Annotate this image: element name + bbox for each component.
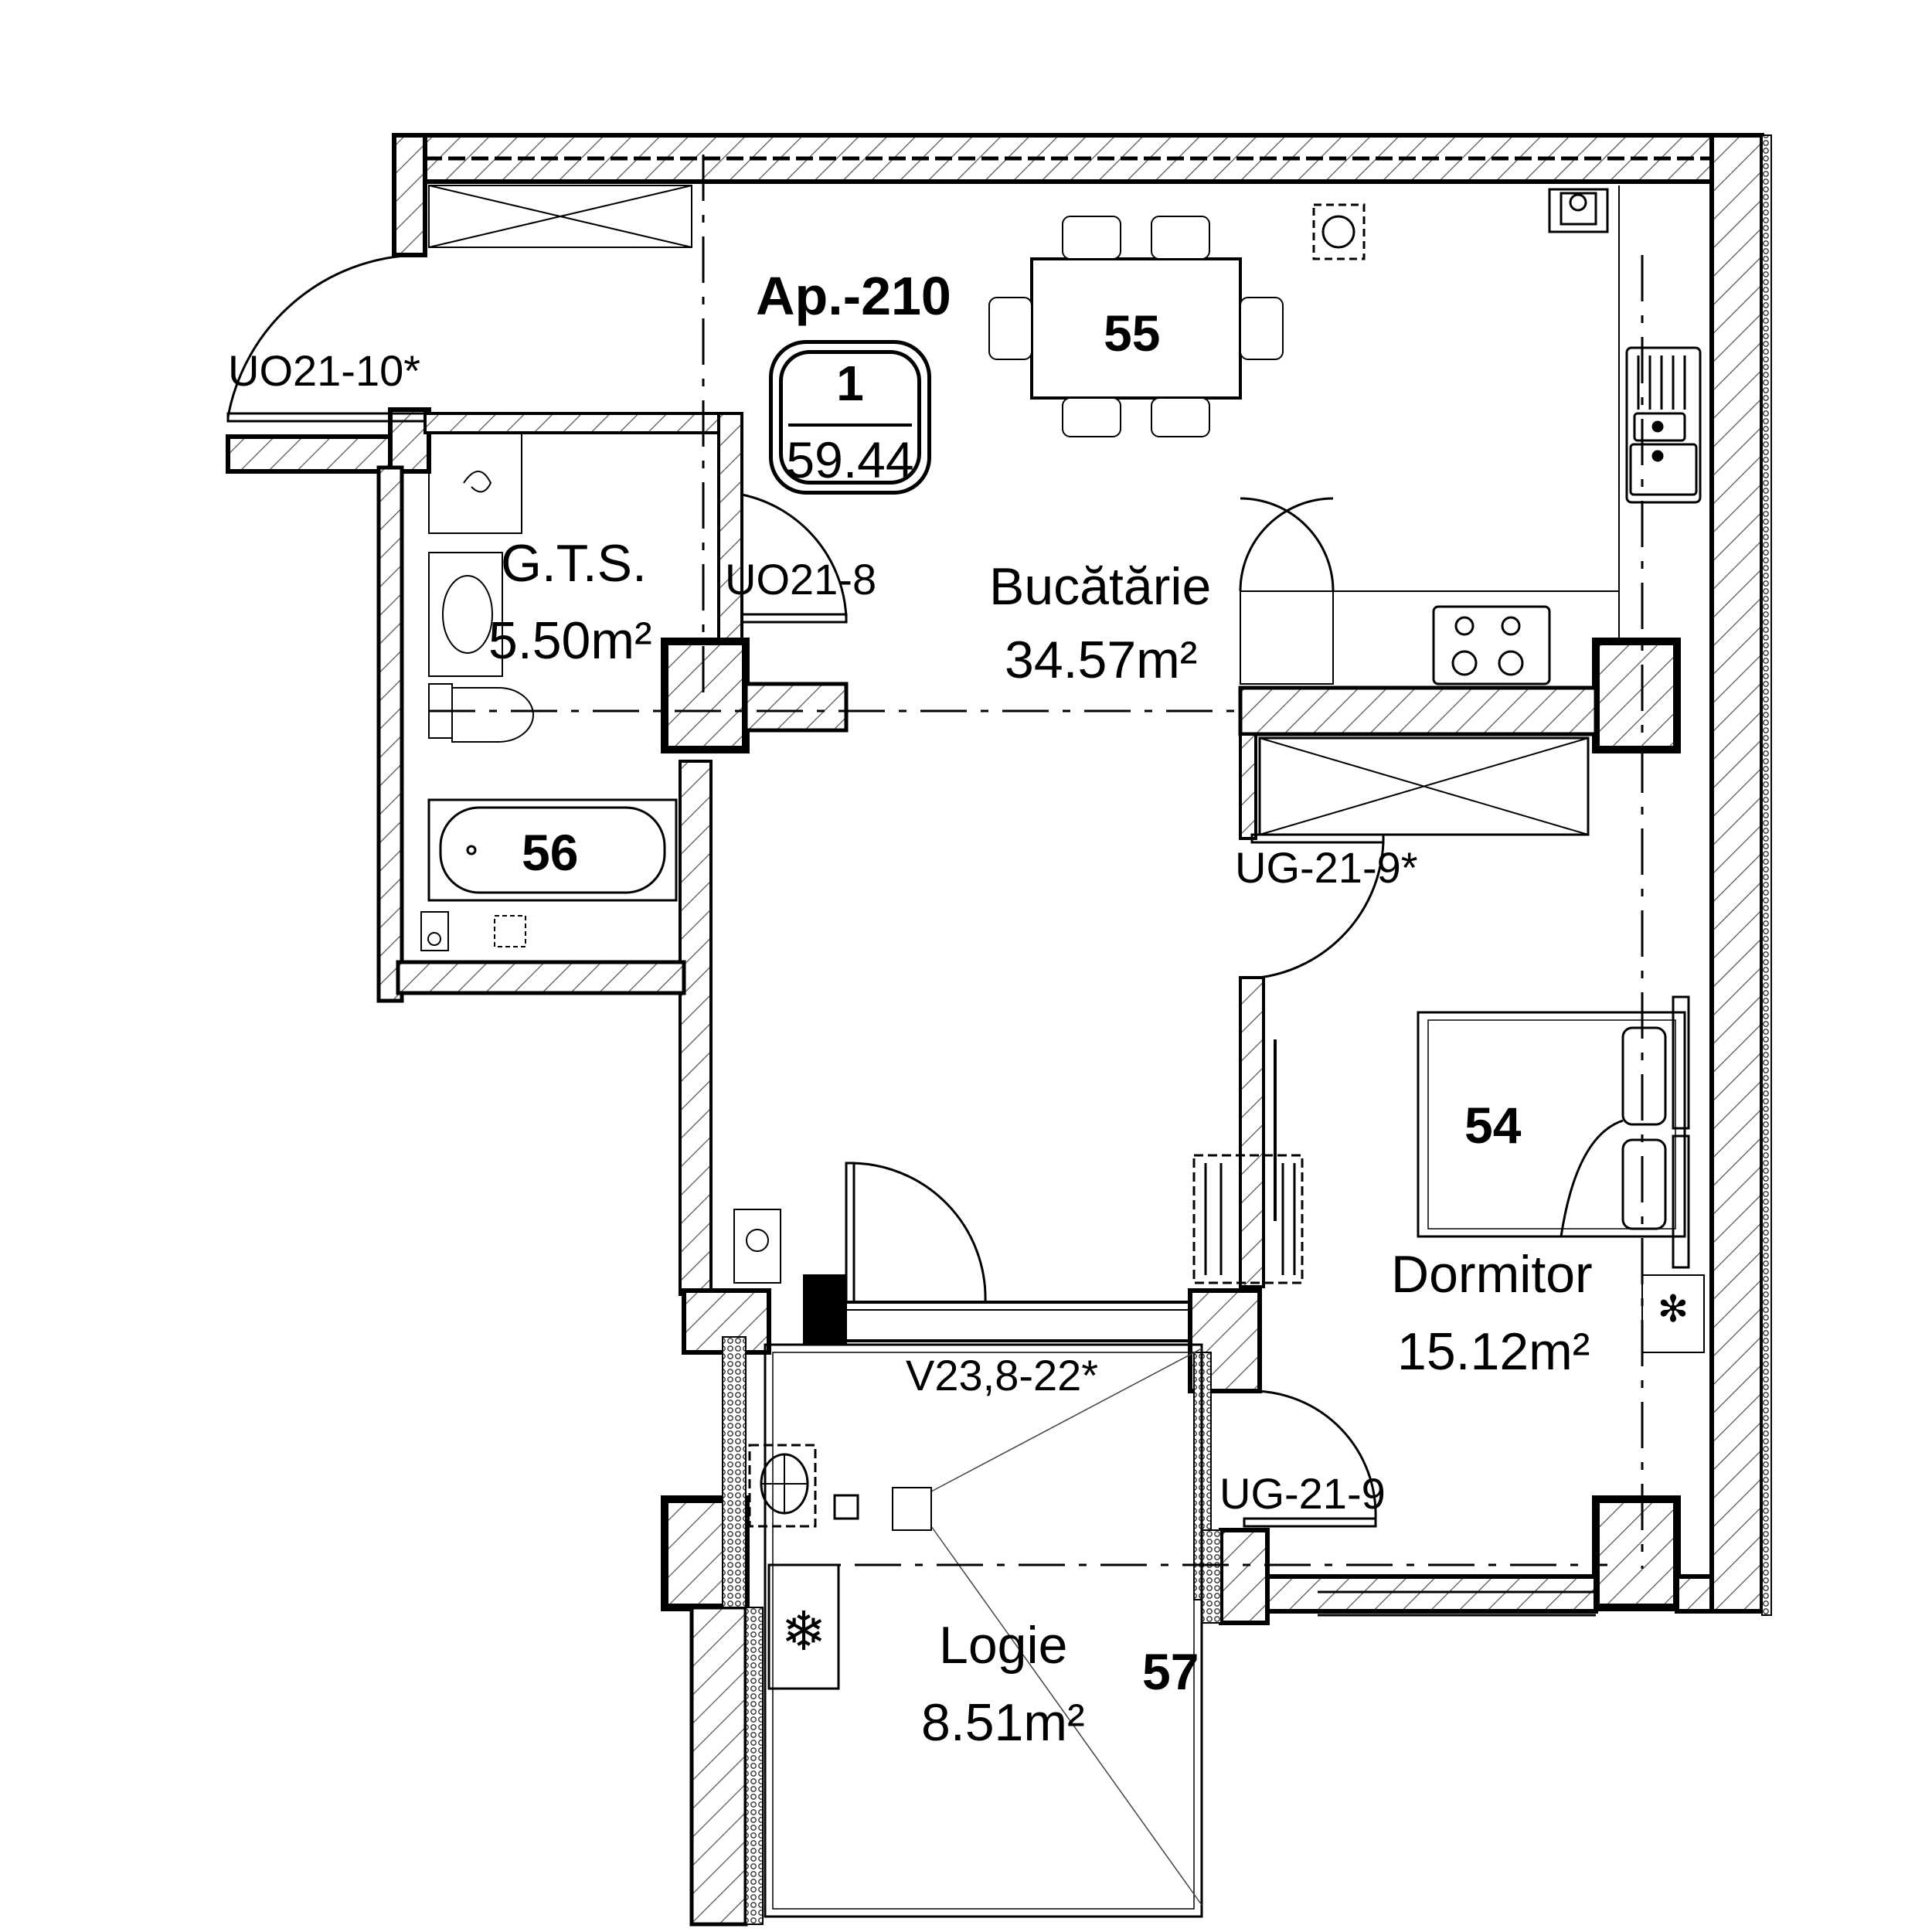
door-bathroom-swing (741, 493, 848, 619)
sink-icon (428, 552, 503, 677)
door-tag-bedroom: UG-21-9* (1235, 843, 1418, 892)
washing-machine-icon (428, 432, 522, 534)
door-tag-entrance: UO21-10* (228, 346, 421, 395)
room-name-bedroom: Dormitor (1391, 1245, 1593, 1304)
room-area-kitchen: 34.57m² (1005, 631, 1198, 689)
ventilation-shaft-icon (1312, 188, 1609, 260)
room-name-kitchen: Bucătărie (989, 557, 1212, 616)
bathtub-icon (427, 798, 678, 902)
water-heater-icon (748, 1444, 932, 1531)
plant-icon: ✻ (1641, 1274, 1705, 1353)
total-area: 59.44 (786, 431, 914, 488)
door-loggia-swing (849, 1162, 987, 1303)
stove-icon (1432, 605, 1551, 685)
room-name-loggia: Logie (939, 1616, 1068, 1675)
room-area-loggia: 8.51m² (921, 1693, 1085, 1752)
walls (226, 133, 1772, 1927)
meter-icon (733, 1209, 847, 1345)
svg-text:❄: ❄ (781, 1600, 827, 1663)
room-number-bedroom: 54 (1464, 1097, 1522, 1154)
rooms-count: 1 (836, 355, 864, 411)
bed-icon (1417, 995, 1690, 1269)
door-bedroom-swing (1259, 842, 1385, 979)
boiler-icon (420, 911, 526, 951)
doors (226, 253, 1619, 1528)
kitchen-sink-icon (1625, 346, 1702, 504)
badge-inner-border (779, 350, 921, 485)
apartment-summary-badge: 1 59.44 (769, 340, 931, 495)
apartment-title: Ap.-210 (756, 266, 951, 326)
room-area-bedroom: 15.12m² (1397, 1322, 1590, 1381)
room-name-bathroom: G.T.S. (501, 534, 647, 593)
wc-icon (428, 683, 534, 743)
svg-text:✻: ✻ (1658, 1287, 1689, 1331)
door-bedroom-loggia-swing (1251, 1389, 1377, 1519)
insulation (722, 1336, 1222, 1925)
radiator-icon (1192, 1039, 1304, 1284)
room-area-bathroom: 5.50m² (488, 611, 652, 670)
window-tag-loggia: V23,8-22* (906, 1351, 1099, 1400)
finish-lines (428, 185, 1620, 1918)
badge-divider (788, 423, 912, 427)
ac-unit-icon: ❄ (767, 1563, 840, 1690)
door-tag-bathroom: UO21-8 (725, 555, 877, 604)
room-number-bathroom: 56 (522, 824, 579, 881)
door-tag-loggia: UG-21-9 (1219, 1469, 1386, 1518)
door-entrance-swing (226, 253, 426, 418)
dining-table-icon (988, 216, 1284, 437)
room-number-kitchen: 55 (1104, 304, 1161, 362)
room-number-loggia: 57 (1142, 1643, 1199, 1700)
